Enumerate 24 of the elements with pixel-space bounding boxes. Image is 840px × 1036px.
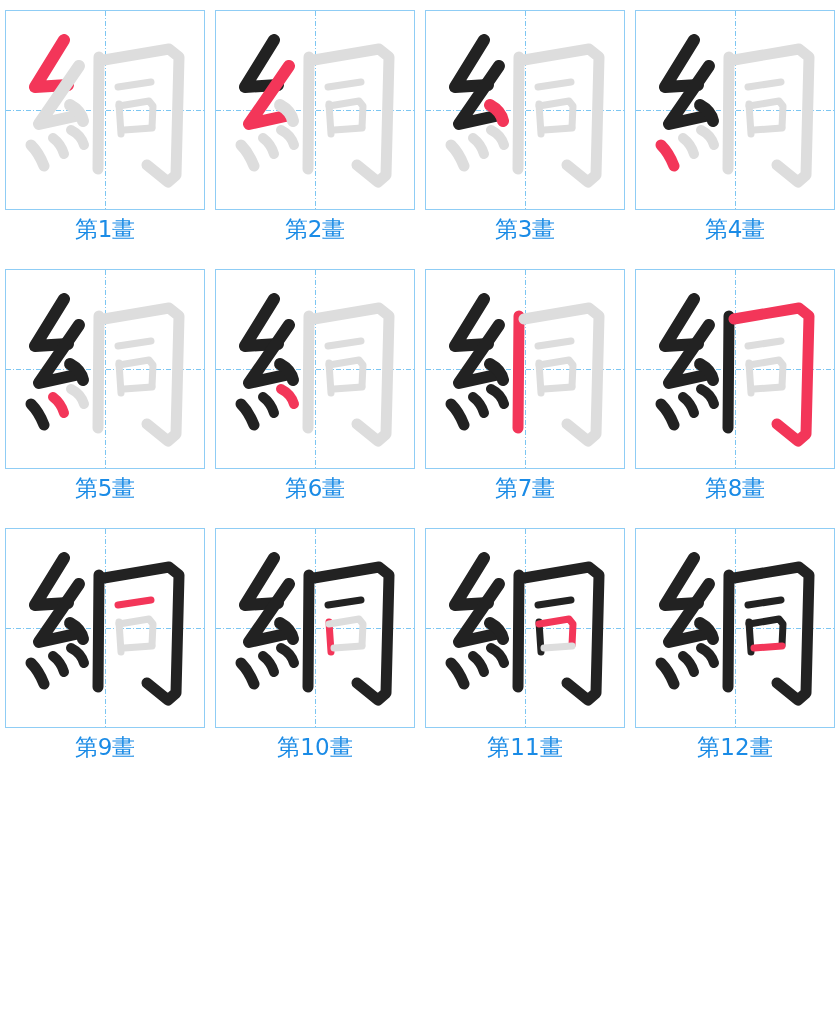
stroke-order-panel (215, 528, 415, 728)
stroke-order-panel (635, 528, 835, 728)
stroke-order-panel (215, 10, 415, 210)
stroke-number-caption: 第11畫 (487, 734, 563, 760)
stroke-number-caption: 第1畫 (74, 216, 136, 242)
stroke-number-caption: 第2畫 (284, 216, 346, 242)
stroke-number-caption: 第7畫 (494, 475, 556, 501)
stroke-order-panel (5, 528, 205, 728)
stroke-number-caption: 第9畫 (74, 734, 136, 760)
stroke-number-caption: 第4畫 (704, 216, 766, 242)
stroke-order-panel (635, 269, 835, 469)
stroke-order-panel (5, 269, 205, 469)
stroke-number-caption: 第12畫 (697, 734, 773, 760)
stroke-number-caption: 第8畫 (704, 475, 766, 501)
stroke-order-panel (425, 269, 625, 469)
stroke-number-caption: 第6畫 (284, 475, 346, 501)
stroke-order-panel (5, 10, 205, 210)
stroke-order-panel (425, 528, 625, 728)
stroke-number-caption: 第10畫 (277, 734, 353, 760)
stroke-order-panel (215, 269, 415, 469)
stroke-order-panel (635, 10, 835, 210)
stroke-number-caption: 第3畫 (494, 216, 556, 242)
stroke-number-caption: 第5畫 (74, 475, 136, 501)
stroke-order-panel (425, 10, 625, 210)
